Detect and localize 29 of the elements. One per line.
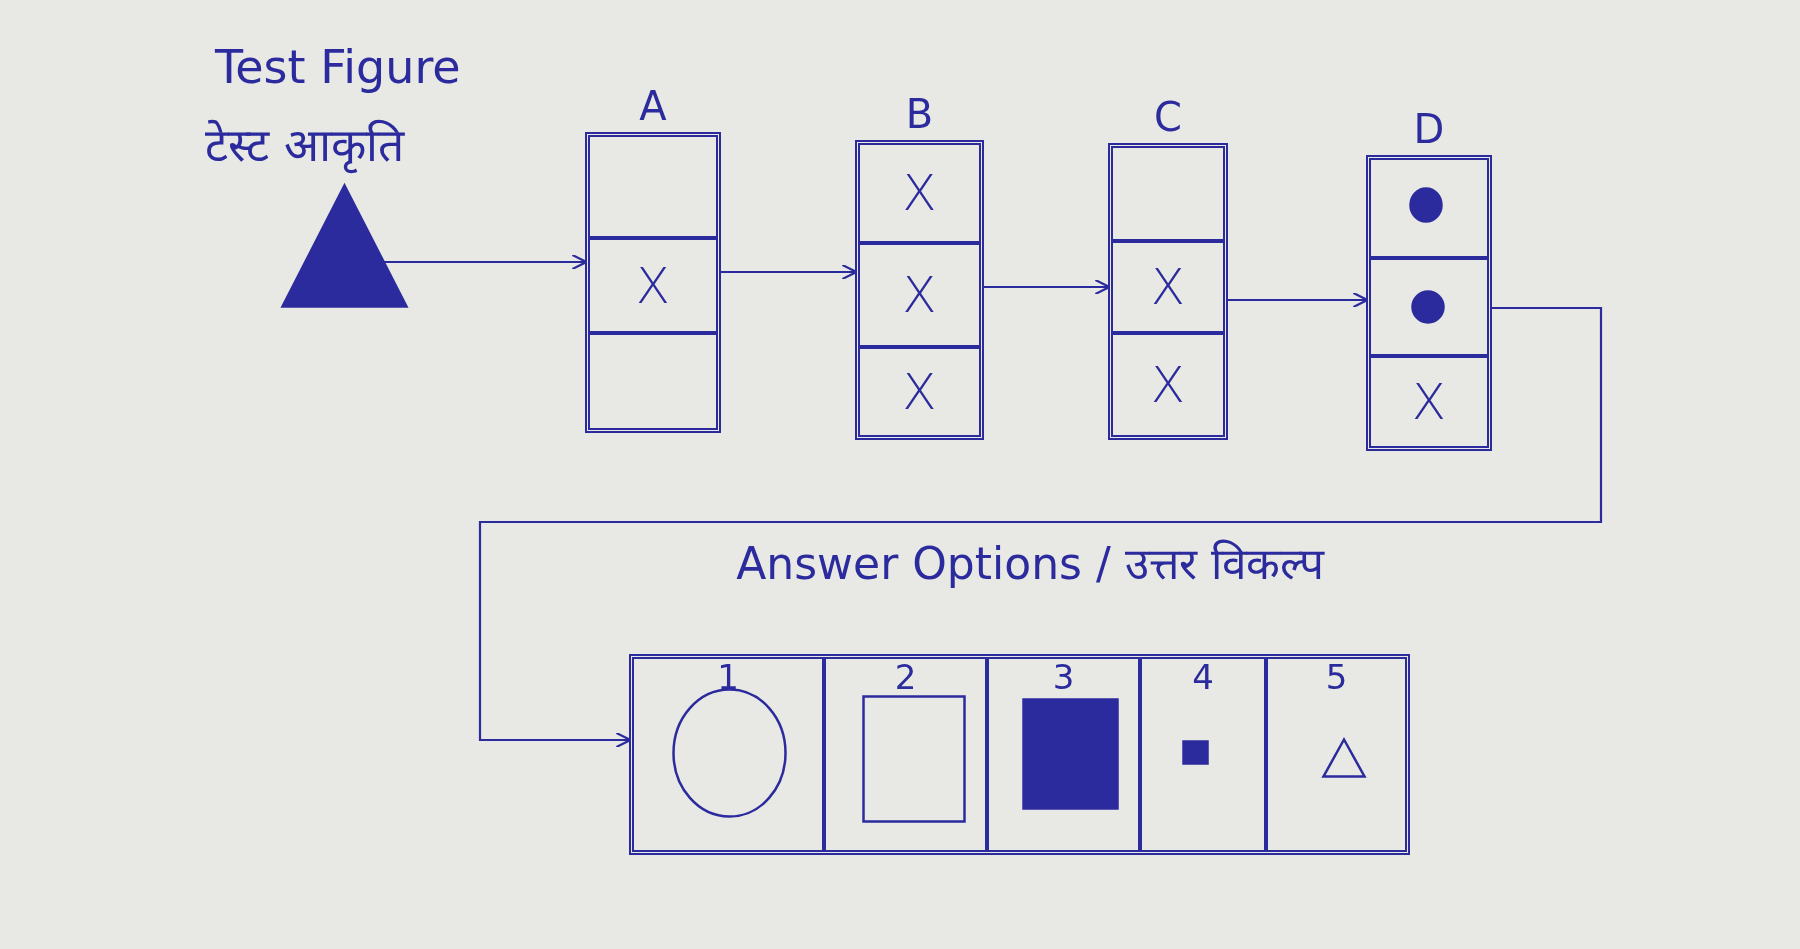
column-label: C [1154, 94, 1182, 140]
arrow [478, 306, 1603, 749]
grid-cell [588, 333, 718, 430]
grid-cell: X [1111, 241, 1225, 333]
grid-cell: X [1111, 333, 1225, 437]
section-heading: Answer Options / उत्तर विकल्प [736, 537, 1324, 591]
figure-caption: टेस्ट आकृति [205, 118, 404, 172]
column-label: B [905, 91, 934, 137]
grid-cell: X [858, 143, 981, 243]
option-number: 3 [1052, 657, 1075, 697]
option-number: 4 [1192, 657, 1214, 697]
grid-cell: X [588, 238, 718, 333]
option-number: 1 [717, 657, 739, 697]
arrow [984, 278, 1111, 296]
grid-cell: X [858, 347, 981, 437]
arrow [1228, 291, 1369, 309]
column-label: D [1413, 106, 1445, 152]
grid-cell [1111, 146, 1225, 241]
grid-cell: X [1369, 356, 1489, 448]
option-number: 5 [1325, 657, 1348, 697]
grid-cell [588, 135, 718, 238]
grid-cell [1369, 158, 1489, 258]
grid-cell: X [858, 243, 981, 347]
figure-caption: Test Figure [215, 40, 461, 94]
arrow [721, 263, 858, 281]
column-label: A [639, 83, 667, 129]
grid-cell [1369, 258, 1489, 356]
option-number: 2 [894, 657, 917, 697]
arrow [384, 253, 588, 271]
